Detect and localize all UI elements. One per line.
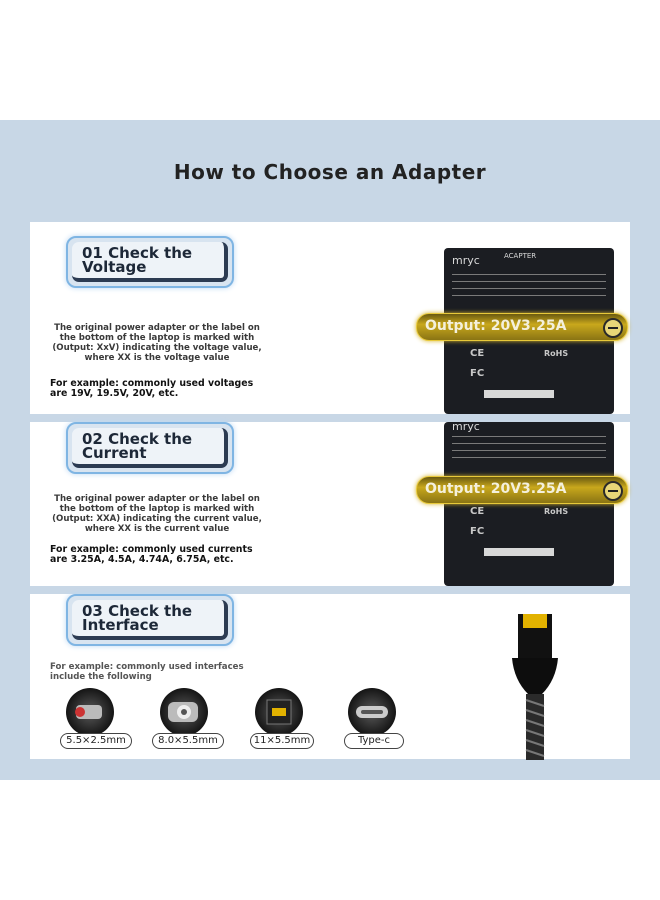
output-text: Output: 20V3.25A xyxy=(425,481,567,497)
caution-label xyxy=(484,390,554,398)
output-highlight-voltage: Output: 20V3.25A xyxy=(416,313,628,341)
connector-label-4: Type-c xyxy=(344,733,404,749)
adapter-brand: mryc xyxy=(452,254,480,267)
ce-mark: CE xyxy=(470,348,485,359)
type-c-connector-icon xyxy=(348,688,396,736)
rohs-mark: RoHS xyxy=(544,507,569,516)
adapter-label-image-2: mryc CE RoHS FC xyxy=(444,422,614,586)
voltage-description: The original power adapter or the label … xyxy=(52,323,262,363)
output-text: Output: 20V3.25A xyxy=(425,318,567,334)
step-label-current: 02 Check the Current xyxy=(66,422,234,474)
step-label-text: 02 Check the Current xyxy=(82,430,193,462)
round-barrel-connector-icon xyxy=(66,688,114,736)
interface-example: For example: commonly used interfaces in… xyxy=(50,662,244,682)
adapter-brand: mryc xyxy=(452,422,480,433)
square-tip-connector-icon xyxy=(255,688,303,736)
caution-label xyxy=(484,548,554,556)
connector-label-2: 8.0×5.5mm xyxy=(152,733,224,749)
ce-mark: CE xyxy=(470,506,485,517)
voltage-example: For example: commonly used voltages are … xyxy=(50,378,254,399)
step-label-text: 01 Check the Voltage xyxy=(82,244,193,276)
large-barrel-connector-icon xyxy=(160,688,208,736)
dc-symbol-icon xyxy=(603,318,623,338)
current-example: For example: commonly used currents are … xyxy=(50,544,253,565)
square-plug-cable-image xyxy=(480,610,600,760)
current-description: The original power adapter or the label … xyxy=(52,494,262,534)
fc-mark: FC xyxy=(470,526,485,537)
output-highlight-current: Output: 20V3.25A xyxy=(416,476,628,504)
rohs-mark: RoHS xyxy=(544,349,569,358)
fc-mark: FC xyxy=(470,368,485,379)
connector-label-1: 5.5×2.5mm xyxy=(60,733,132,749)
page-title: How to Choose an Adapter xyxy=(173,160,487,184)
connector-label-3: 11×5.5mm xyxy=(250,733,314,749)
adapter-model: ACAPTER xyxy=(504,252,537,260)
step-label-interface: 03 Check the Interface xyxy=(66,594,234,646)
step-label-voltage: 01 Check the Voltage xyxy=(66,236,234,288)
dc-symbol-icon xyxy=(603,481,623,501)
step-label-text: 03 Check the Interface xyxy=(82,602,193,634)
